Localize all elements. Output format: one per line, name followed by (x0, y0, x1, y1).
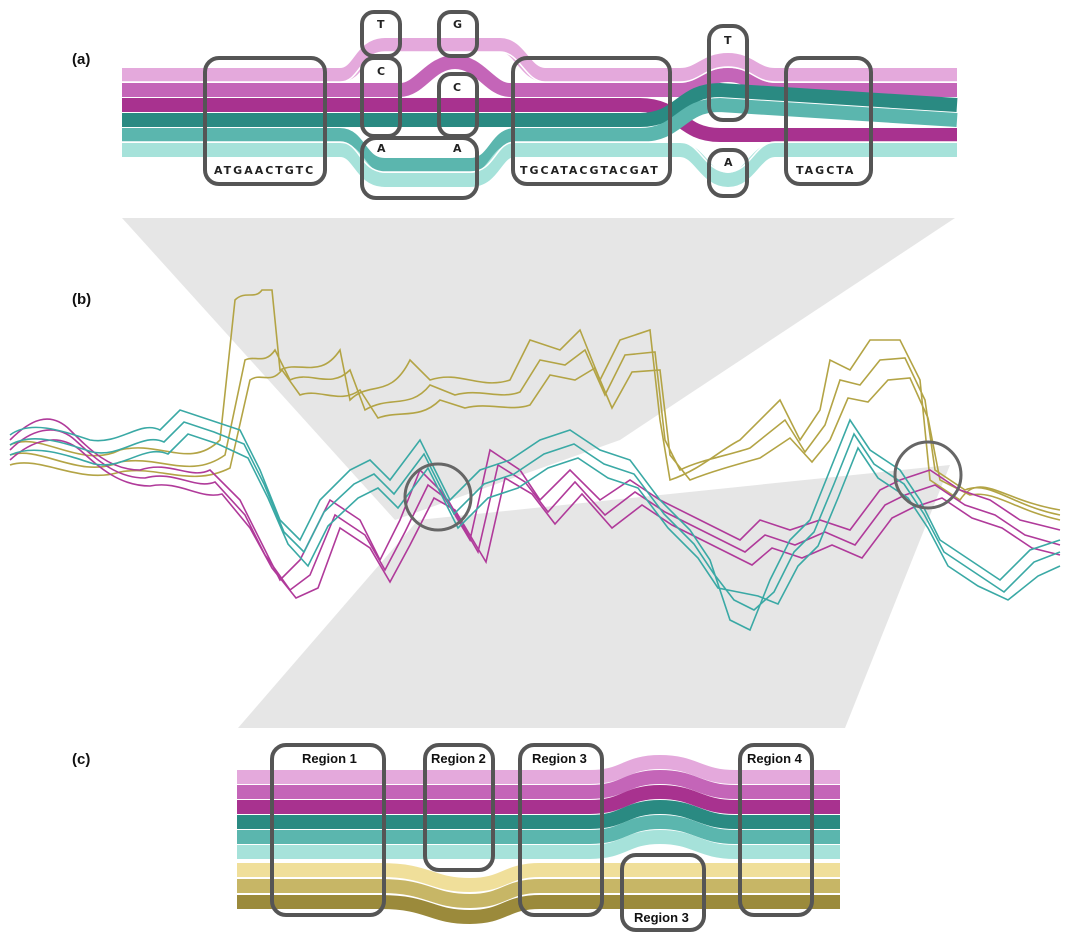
seq-label-3: TAGCTA (796, 164, 855, 177)
variant-label-c2: C (453, 81, 461, 94)
region-box-2 (423, 743, 495, 872)
seq-box-2 (511, 56, 672, 186)
region-box-3a (518, 743, 604, 917)
panel-c-tracks (237, 754, 840, 925)
seq-box-1 (203, 56, 327, 186)
seq-box-3 (784, 56, 873, 186)
c-track-teal-dark (237, 799, 840, 829)
c-track-pink-mid (237, 769, 840, 799)
highlight-circle-right (893, 440, 963, 510)
variant-label-a3: A (724, 156, 733, 169)
c-track-pink-dark (237, 784, 840, 814)
teal-line-1 (9, 409, 1061, 632)
olive-line-2 (9, 348, 1061, 516)
panel-a-label: (a) (72, 51, 90, 68)
seq-label-1: ATGAACTGTC (214, 164, 315, 177)
variant-label-g: G (453, 18, 462, 31)
variant-box-g (437, 10, 479, 58)
zoom-funnel-a-to-b (122, 218, 955, 520)
variant-box-t2 (707, 24, 749, 122)
region-box-1 (270, 743, 386, 917)
magenta-line-1 (9, 418, 1061, 582)
magenta-line-3 (9, 439, 1061, 599)
region-label-1: Region 1 (302, 751, 357, 766)
zoom-funnel-b-to-c (238, 465, 950, 728)
variant-label-c1: C (377, 65, 385, 78)
region-label-3b: Region 3 (634, 910, 689, 925)
region-label-2: Region 2 (431, 751, 486, 766)
region-label-3a: Region 3 (532, 751, 587, 766)
variant-label-a1: A (377, 142, 386, 155)
panel-c-label: (c) (72, 751, 90, 768)
panel-b-label: (b) (72, 291, 91, 308)
c-track-pink-light (237, 754, 840, 784)
teal-line-2 (9, 421, 1061, 611)
track-pink-mid (122, 54, 957, 97)
variant-box-a3 (707, 148, 749, 198)
olive-line-3 (9, 366, 1061, 521)
variant-label-t2: T (724, 34, 732, 47)
region-label-4: Region 4 (747, 751, 803, 766)
magenta-line-2 (9, 429, 1061, 592)
teal-line-3 (9, 433, 1061, 606)
c-track-teal-light (237, 829, 840, 859)
highlight-circle-left (403, 462, 473, 532)
variant-label-a2: A (453, 142, 462, 155)
panel-a-tracks (122, 38, 958, 188)
variant-box-aa (360, 136, 479, 200)
panel-b-genome-lines (9, 289, 1061, 632)
c-track-teal-mid (237, 814, 840, 844)
track-teal-dark (122, 82, 958, 127)
seq-label-2: TGCATACGTACGAT (520, 164, 660, 177)
region-box-4 (738, 743, 814, 917)
region-box-3b (620, 853, 706, 932)
variant-label-t: T (377, 18, 385, 31)
